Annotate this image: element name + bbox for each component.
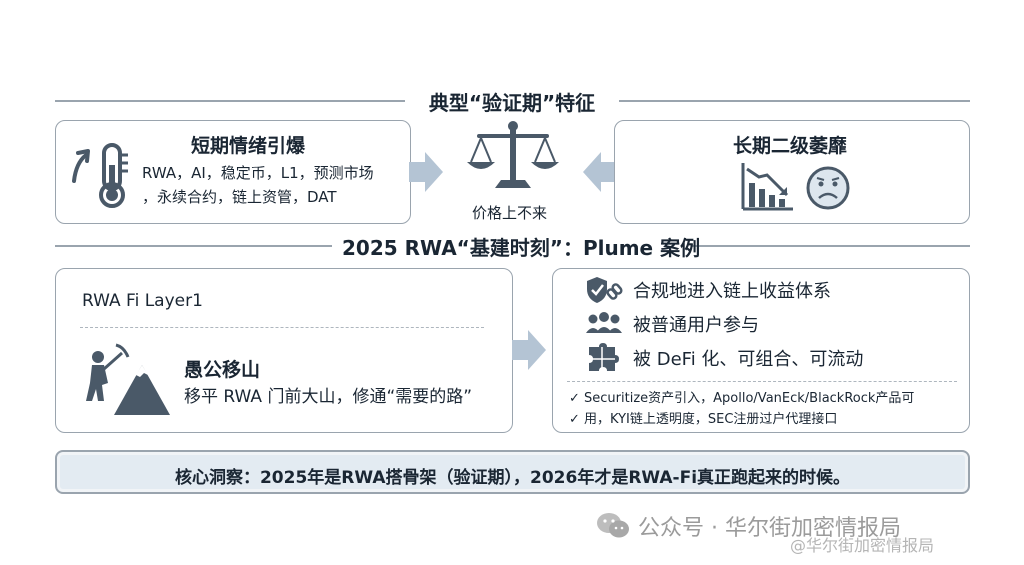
short-term-hype-line1: RWA，AI，稳定币，L1，预测市场 — [142, 164, 374, 182]
plume-title: 愚公移山 — [184, 359, 261, 381]
section1-title: 典型“验证期”特征 — [405, 87, 619, 116]
feature-label-defi: 被 DeFi 化、可组合、可流动 — [633, 349, 864, 370]
shield-check-icon — [587, 277, 623, 303]
feature-row-users: 被普通用户参与 — [585, 309, 759, 339]
plume-features-box: 合规地进入链上收益体系 被普通用户参与 被 DeFi 化、可组合、可流动 ✓ S… — [552, 268, 970, 433]
arrow-left-icon — [583, 152, 617, 192]
plume-divider — [80, 327, 484, 328]
section2-title: 2025 RWA“基建时刻”：Plume 案例 — [332, 232, 700, 261]
plume-case-box: RWA Fi Layer1 愚公移山 移平 RWA 门前大山，修通“需要的路” — [55, 268, 513, 433]
price-stuck-caption: 价格上不来 — [472, 204, 548, 222]
feature-check-line2: ✓ 用，KYI链上透明度，SEC注册过户代理接口 — [569, 412, 838, 427]
feature-row-compliance: 合规地进入链上收益体系 — [585, 275, 831, 305]
features-divider — [567, 381, 957, 382]
feature-label-compliance: 合规地进入链上收益体系 — [633, 281, 831, 302]
watermark-main: 公众号 · 华尔街加密情报局 — [638, 516, 901, 541]
core-insight-text: 核心洞察：2025年是RWA搭骨架（验证期），2026年才是RWA-Fi真正跑起… — [174, 468, 851, 488]
balance-scale-icon — [467, 121, 559, 188]
arrow-right-icon — [409, 152, 443, 192]
declining-chart-icon — [741, 163, 793, 211]
plume-subtitle: 移平 RWA 门前大山，修通“需要的路” — [184, 387, 473, 407]
plume-layer-label: RWA Fi Layer1 — [82, 291, 203, 311]
short-term-hype-title: 短期情绪引爆 — [191, 135, 306, 157]
short-term-hype-line2: ，永续合约，链上资管，DAT — [142, 188, 337, 206]
thermometer-up-icon — [72, 143, 128, 208]
feature-row-defi: 被 DeFi 化、可组合、可流动 — [585, 343, 863, 373]
puzzle-icon — [589, 343, 619, 371]
arrow-right-icon — [512, 330, 546, 370]
long-term-slump-title: 长期二级萎靡 — [733, 135, 848, 157]
watermark-small: @华尔街加密情报局 — [790, 536, 935, 555]
core-insight-banner: 核心洞察：2025年是RWA搭骨架（验证期），2026年才是RWA-Fi真正跑起… — [55, 450, 970, 494]
climber-mountain-icon — [86, 343, 170, 415]
short-term-hype-box: 短期情绪引爆 RWA，AI，稳定币，L1，预测市场 ，永续合约，链上资管，DAT — [55, 120, 411, 224]
feature-label-users: 被普通用户参与 — [633, 315, 759, 336]
sad-face-icon — [806, 166, 850, 210]
long-term-slump-box: 长期二级萎靡 — [614, 120, 970, 224]
feature-check-line1: ✓ Securitize资产引入，Apollo/VanEck/BlackRock… — [569, 391, 915, 406]
users-icon — [586, 312, 622, 333]
wechat-icon — [597, 513, 629, 538]
